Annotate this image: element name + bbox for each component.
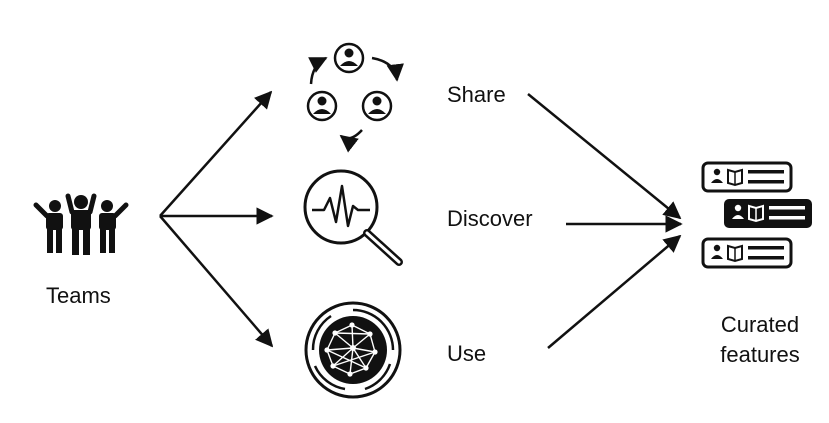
magnifier-waveform-icon <box>303 169 403 266</box>
curated-features-label: Curated features <box>700 312 820 368</box>
use-label: Use <box>447 341 487 366</box>
share-label: Share <box>447 82 506 107</box>
feature-cards-icon <box>701 161 812 269</box>
activities-to-features-arrows <box>527 93 683 349</box>
teams-to-activities-arrows <box>159 90 274 348</box>
discover-label: Discover <box>447 206 533 231</box>
share-people-cycle-icon <box>306 42 404 153</box>
curated-label-line1: Curated <box>720 312 800 337</box>
teams-people-icon <box>33 193 129 255</box>
arrow-to-share <box>159 90 273 217</box>
curated-label-line2: features <box>720 342 800 367</box>
teams-label: Teams <box>46 283 111 308</box>
arrow-to-use <box>159 215 274 348</box>
neural-network-circle-icon <box>304 301 402 399</box>
arrow-share-to-features <box>527 93 682 220</box>
arrow-use-to-features <box>547 234 682 349</box>
